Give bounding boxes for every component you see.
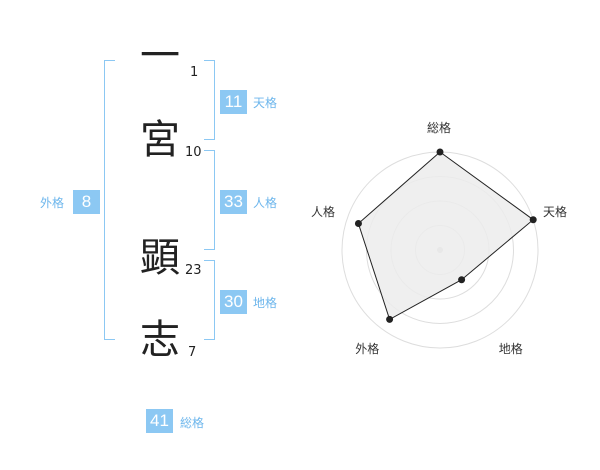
gaikaku-value: 8 [73, 190, 100, 214]
name-char-4: 志 [140, 317, 180, 363]
jinkaku-bracket [204, 150, 215, 250]
chikaku-label: 地格 [253, 296, 278, 310]
radar-point-2 [458, 276, 466, 284]
radar-point-1 [529, 216, 537, 224]
jinkaku-value: 33 [220, 190, 247, 214]
radar-point-3 [386, 315, 394, 323]
radar-point-4 [354, 220, 362, 228]
soukaku-label: 総格 [180, 416, 205, 430]
gaikaku-label: 外格 [40, 196, 65, 210]
radar-polygon [357, 151, 535, 321]
name-char-1: 一 [140, 33, 180, 79]
name-char-2: 宮 [140, 117, 180, 163]
tenkaku-label: 天格 [253, 96, 278, 110]
tenkaku-value: 11 [220, 90, 247, 114]
tenkaku-bracket [204, 60, 215, 140]
radar-axis-label-0: 総格 [427, 121, 452, 135]
soukaku-value: 41 [146, 409, 173, 433]
radar-axis-label-2: 地格 [498, 341, 523, 356]
stroke-count-4: 7 [188, 345, 197, 360]
radar-axis-label-3: 外格 [355, 341, 380, 356]
jinkaku-label: 人格 [253, 196, 278, 210]
stroke-count-3: 23 [185, 263, 202, 278]
stroke-count-1: 1 [190, 65, 199, 80]
name-char-3: 顕 [140, 235, 180, 281]
stroke-count-2: 10 [185, 145, 202, 160]
gaikaku-bracket [104, 60, 115, 340]
radar-point-0 [436, 148, 444, 156]
chikaku-value: 30 [220, 290, 247, 314]
radar-axis-label-1: 天格 [543, 205, 568, 220]
radar-axis-label-4: 人格 [310, 205, 335, 220]
chikaku-bracket [204, 260, 215, 340]
